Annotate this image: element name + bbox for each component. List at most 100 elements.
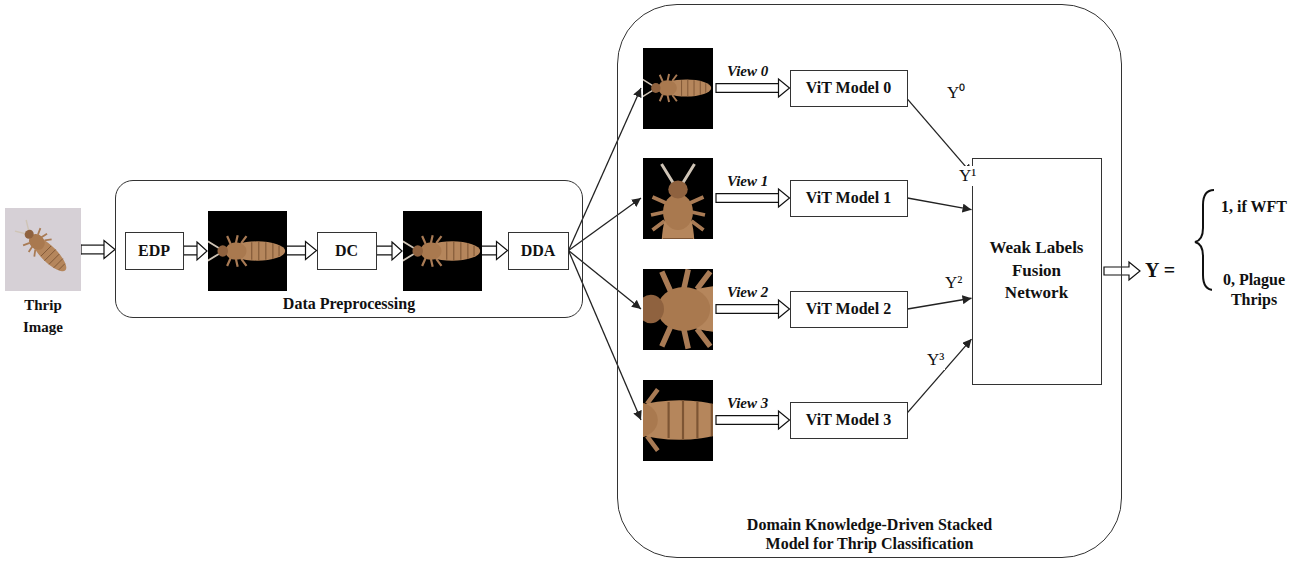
vit-box: ViT Model 2 bbox=[790, 291, 908, 328]
hollow-arrowhead bbox=[779, 79, 790, 97]
connector bbox=[81, 241, 115, 259]
connector bbox=[908, 339, 972, 413]
connector-line bbox=[908, 298, 972, 309]
image-background bbox=[208, 211, 287, 291]
node-label: DC bbox=[335, 241, 358, 260]
hollow-shaft-cap bbox=[715, 83, 716, 93]
node-label: Thrip Image bbox=[5, 295, 81, 339]
connector-line bbox=[569, 88, 642, 251]
edge-label-holder: Y⁰ bbox=[946, 80, 966, 103]
edge-label-holder: View 3 bbox=[726, 395, 769, 412]
node-label: ViT Model 1 bbox=[806, 188, 891, 207]
node-label: Data Preprocessing bbox=[149, 294, 549, 313]
output-symbol: Y⁰ bbox=[946, 80, 966, 103]
hollow-shaft-outline bbox=[716, 83, 779, 93]
thrip-figure bbox=[579, 388, 737, 453]
hollow-shaft-outline bbox=[716, 304, 779, 314]
hollow-arrowhead bbox=[306, 242, 317, 260]
label-holder: 0, Plague Thrips bbox=[1212, 270, 1296, 310]
vit-box: ViT Model 0 bbox=[790, 70, 908, 107]
view-label: View 0 bbox=[726, 63, 769, 80]
label-holder: Y = bbox=[1144, 258, 1176, 283]
edge-label-holder: View 0 bbox=[726, 63, 769, 80]
edge-label-holder: Y³ bbox=[926, 350, 945, 370]
view-label: View 3 bbox=[726, 395, 769, 412]
edge-label-holder: Y¹ bbox=[958, 166, 977, 186]
hollow-shaft-cap bbox=[715, 415, 716, 425]
output-symbol: Y³ bbox=[926, 350, 945, 370]
hollow-arrowhead bbox=[392, 242, 402, 260]
node-label: Domain Knowledge-Driven Stacked Model fo… bbox=[725, 515, 1015, 553]
thrip-figure bbox=[643, 74, 712, 102]
hollow-shaft-outline bbox=[81, 245, 104, 255]
input-image: Thrip Image bbox=[5, 208, 81, 291]
hollow-arrowhead bbox=[197, 242, 207, 260]
hollow-shaft-fill bbox=[716, 416, 779, 424]
hollow-shaft-fill bbox=[716, 305, 779, 313]
hollow-arrowhead bbox=[104, 241, 115, 259]
connector-line bbox=[908, 99, 972, 173]
edge-label-holder: View 1 bbox=[726, 173, 769, 190]
photo-background bbox=[5, 208, 81, 291]
hollow-shaft-outline bbox=[716, 193, 779, 203]
hollow-shaft-fill bbox=[716, 84, 779, 92]
cropped-thrip bbox=[403, 235, 480, 267]
vit-box: ViT Model 1 bbox=[790, 180, 908, 217]
view-image bbox=[643, 74, 712, 102]
connector bbox=[908, 198, 972, 210]
hollow-arrowhead bbox=[779, 411, 790, 429]
output-arrow bbox=[1104, 262, 1140, 280]
connector-line bbox=[569, 251, 642, 421]
thrip-figure bbox=[208, 235, 285, 267]
node-label: Weak Labels Fusion Network bbox=[979, 237, 1095, 306]
view-label: View 1 bbox=[726, 173, 769, 190]
thrip-figure bbox=[11, 216, 74, 279]
node-label: ViT Model 2 bbox=[806, 299, 891, 318]
node-label: DDA bbox=[521, 241, 556, 260]
class-label: 0, Plague Thrips bbox=[1212, 270, 1296, 310]
output-symbol: Y = bbox=[1144, 258, 1176, 283]
image-background bbox=[403, 211, 482, 291]
edge-label-holder: Y² bbox=[944, 273, 963, 293]
connector-line bbox=[569, 198, 642, 251]
connector-line bbox=[569, 251, 642, 310]
connector bbox=[908, 298, 972, 309]
view-image bbox=[579, 388, 737, 453]
process-box: DDA bbox=[508, 232, 569, 270]
view-label: View 2 bbox=[726, 284, 769, 301]
hollow-shaft-fill bbox=[716, 194, 779, 202]
view-image bbox=[613, 269, 807, 348]
model-panel: Domain Knowledge-Driven Stacked Model fo… bbox=[617, 4, 1122, 558]
connector bbox=[908, 99, 972, 173]
hollow-shaft-fill bbox=[81, 246, 104, 254]
hollow-arrowhead bbox=[779, 189, 790, 207]
thrip-figure bbox=[613, 269, 807, 348]
connector-line bbox=[908, 198, 972, 210]
process-box: DC bbox=[317, 232, 377, 270]
node-label: ViT Model 3 bbox=[806, 410, 891, 429]
connector-line bbox=[908, 339, 972, 413]
output-symbol: Y¹ bbox=[958, 166, 977, 186]
hollow-shaft-outline bbox=[716, 415, 779, 425]
preprocessing-panel: Data Preprocessing EDP DC DDA bbox=[115, 180, 583, 318]
edge-label-holder: View 2 bbox=[726, 284, 769, 301]
hollow-shaft-cap bbox=[715, 193, 716, 203]
thrip-photo bbox=[11, 216, 74, 279]
node-label: EDP bbox=[138, 241, 170, 260]
fusion-box: Weak Labels Fusion Network bbox=[972, 158, 1102, 385]
cropped-thrip bbox=[208, 235, 285, 267]
output-symbol: Y² bbox=[944, 273, 963, 293]
class-label: 1, if WFT bbox=[1220, 197, 1288, 217]
hollow-arrowhead bbox=[779, 300, 790, 318]
view-background bbox=[643, 48, 713, 129]
vit-box: ViT Model 3 bbox=[790, 402, 908, 439]
node-label: ViT Model 0 bbox=[806, 78, 891, 97]
hollow-arrowhead bbox=[497, 242, 508, 260]
process-box: EDP bbox=[125, 232, 184, 270]
label-holder: 1, if WFT bbox=[1220, 197, 1288, 217]
hollow-shaft-cap bbox=[715, 304, 716, 314]
thrip-figure bbox=[403, 235, 480, 267]
